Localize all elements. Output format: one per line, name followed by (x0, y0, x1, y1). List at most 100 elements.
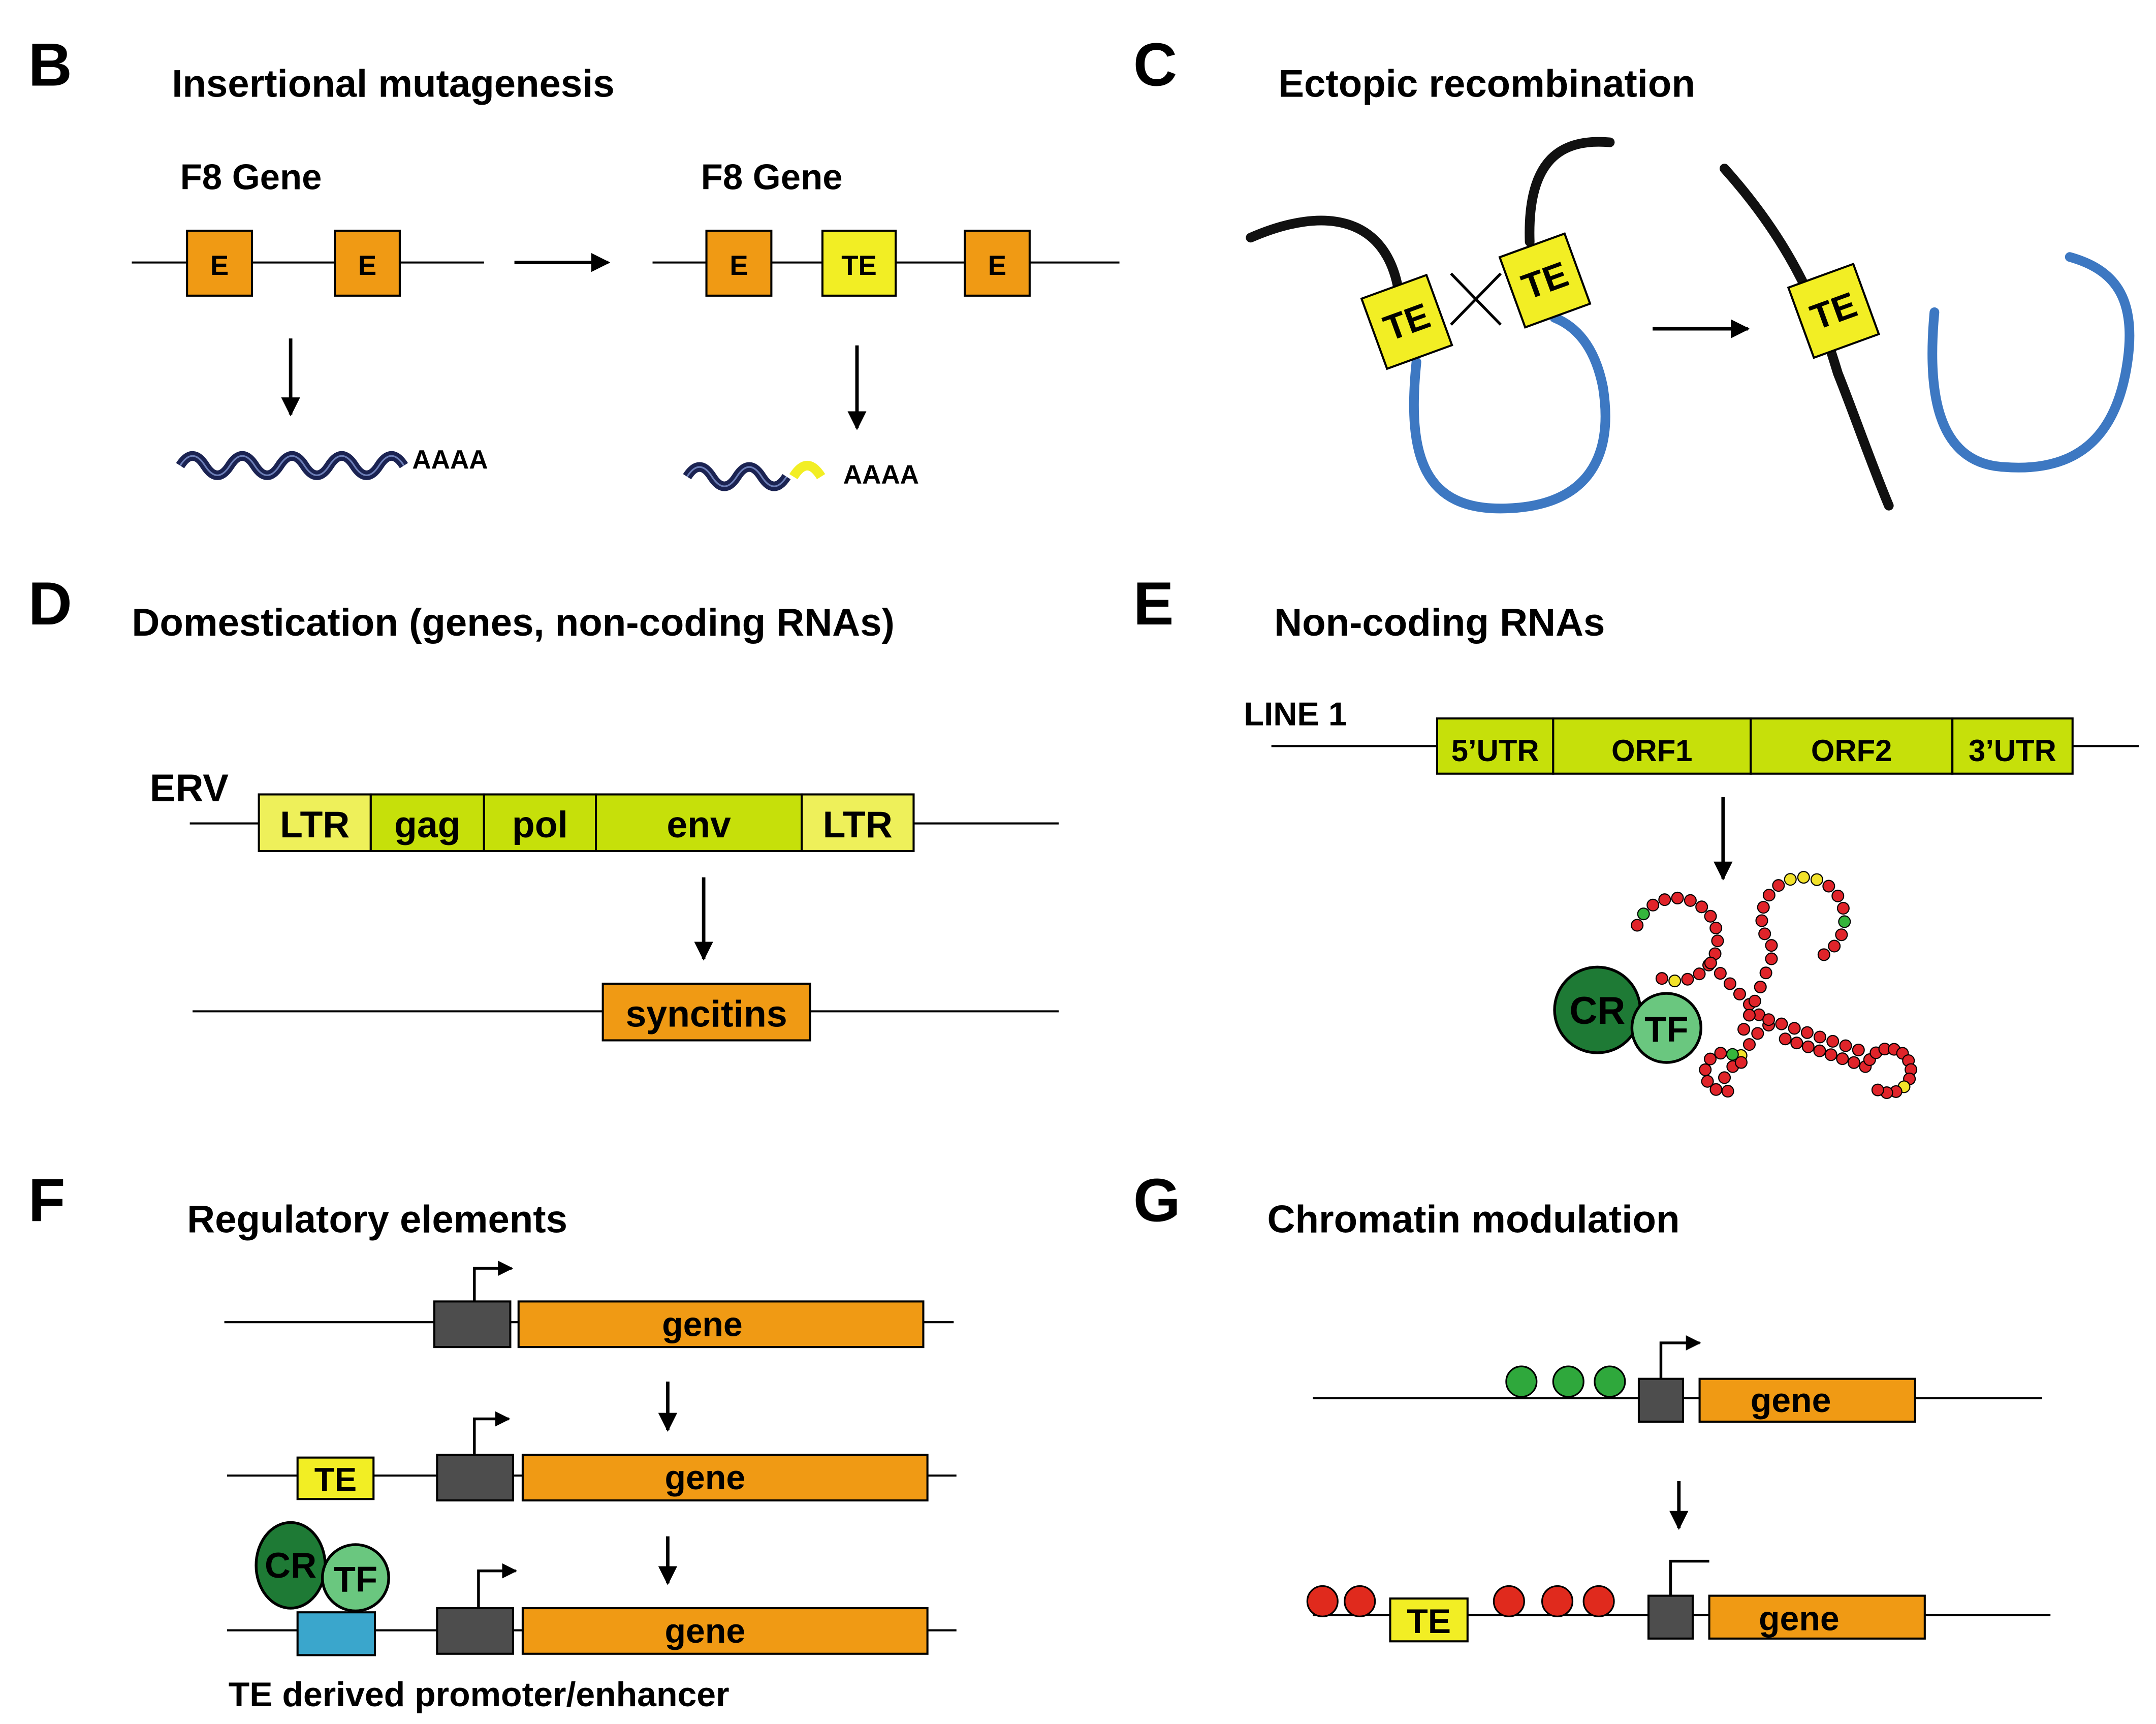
rna-nucleotide (1852, 1044, 1865, 1057)
excised-blue-loop (1927, 252, 2135, 473)
rna-nucleotide (1835, 928, 1848, 942)
panel-c-title: Ectopic recombination (1278, 62, 1695, 105)
f-tss-arrow-3 (477, 1563, 518, 1609)
chromosome-strand-left (1246, 215, 1404, 295)
rna-nucleotide (1813, 1030, 1826, 1044)
rna-nucleotide (1759, 966, 1772, 980)
blue-loop-strand (1409, 312, 1610, 514)
rna-nucleotide (1824, 1048, 1837, 1061)
tf-factor-e (1630, 992, 1703, 1064)
rna-nucleotide (1658, 893, 1671, 906)
f-tss-arrow-1 (473, 1261, 514, 1302)
panel-d-letter: D (28, 570, 72, 638)
rna-nucleotide (1779, 1032, 1792, 1046)
f-gene-2-label: gene (665, 1458, 746, 1497)
f-te-label: TE (314, 1461, 357, 1498)
panel-d-title: Domestication (genes, non-coding RNAs) (132, 601, 894, 644)
mrna-te-segment (789, 460, 826, 480)
rna-nucleotide (1810, 873, 1823, 886)
rna-nucleotide (1704, 956, 1717, 969)
g-tss-inactive (1669, 1559, 1709, 1596)
f-tss-arrow-2 (473, 1411, 511, 1455)
rna-nucleotide (1726, 1048, 1739, 1061)
rna-nucleotide (1709, 921, 1723, 934)
g-promoter-2 (1647, 1594, 1694, 1640)
panel-e-letter: E (1133, 570, 1174, 638)
rna-nucleotide (1718, 1071, 1731, 1084)
g-repressive-nucleosome-3 (1493, 1585, 1525, 1617)
line1-3utr (1951, 717, 2074, 775)
rna-nucleotide (1704, 910, 1717, 923)
f-gene-1 (517, 1300, 925, 1349)
mrna-wave-truncated-highlight (686, 466, 787, 487)
f-cr-label: CR (265, 1545, 316, 1585)
f-gene-2 (521, 1454, 929, 1501)
rna-nucleotide (1871, 1083, 1884, 1096)
f-caption: TE derived promoter/enhancer (229, 1675, 730, 1714)
rna-nucleotide (1655, 972, 1668, 985)
exon-2-label: E (358, 250, 376, 281)
te-insert (821, 230, 897, 297)
te-block-right: TE (1498, 232, 1592, 329)
rna-nucleotide (1684, 894, 1697, 907)
rna-nucleotide (1775, 1017, 1788, 1030)
rna-nucleotide (1836, 1052, 1849, 1065)
syncitins-gene (601, 982, 811, 1042)
rna-nucleotide (1817, 948, 1830, 961)
crossover-mark (1450, 272, 1502, 326)
rna-nucleotide (1788, 1022, 1801, 1035)
f-gene-3-label: gene (665, 1612, 746, 1650)
rna-nucleotide (1742, 1038, 1756, 1051)
panel-g-title: Chromatin modulation (1267, 1198, 1680, 1241)
f-promoter-1 (433, 1300, 512, 1349)
erv-pol-label: pol (512, 804, 568, 845)
rna-nucleotide (1813, 1044, 1826, 1057)
erv-gag (369, 793, 485, 853)
rna-nucleotide (1784, 873, 1797, 886)
rna-nucleotide (1797, 871, 1810, 884)
f-tf-factor (321, 1543, 390, 1613)
g-repressive-nucleosome-5 (1582, 1585, 1615, 1617)
rna-nucleotide (1714, 967, 1727, 980)
recombined-strand (1720, 164, 1894, 511)
cr-label-e: CR (1569, 989, 1625, 1032)
chromosome-strand-right (1525, 137, 1615, 247)
erv-env-label: env (667, 804, 731, 845)
syncitins-label: syncitins (625, 993, 787, 1035)
panel-f: F Regulatory elements gene TE gene CR TF… (28, 1167, 957, 1714)
rna-nucleotide (1671, 891, 1684, 904)
erv-ltr-5-label: LTR (280, 804, 350, 845)
f-te-promoter (296, 1611, 376, 1656)
rna-nucleotide (1646, 898, 1660, 912)
rna-nucleotide (1847, 1056, 1860, 1069)
panel-b-letter: B (28, 32, 72, 99)
rna-nucleotide (1800, 1026, 1814, 1039)
f-gene-3 (521, 1607, 929, 1655)
rna-nucleotide (1637, 907, 1650, 921)
rna-nucleotide (1826, 1035, 1840, 1048)
panel-f-title: Regulatory elements (187, 1198, 567, 1241)
rna-nucleotide (1765, 939, 1778, 952)
f-promoter-3 (436, 1607, 514, 1655)
line1-5utr-label: 5’UTR (1451, 734, 1539, 768)
g-repressive-nucleosome-4 (1541, 1585, 1574, 1617)
rna-nucleotide (1822, 880, 1835, 893)
exon-4-label: E (988, 250, 1006, 281)
exon-3-label: E (730, 250, 748, 281)
erv-ltr-3 (801, 793, 915, 853)
mrna-wave-full (176, 451, 408, 480)
exon-1-label: E (210, 250, 229, 281)
exon-3 (705, 230, 773, 297)
panel-f-letter: F (28, 1167, 65, 1235)
rna-nucleotide (1699, 1063, 1712, 1076)
rna-nucleotide (1831, 889, 1845, 902)
g-promoter-1 (1637, 1377, 1685, 1423)
polya-tail-1: AAAA (412, 445, 488, 474)
rna-nucleotide (1751, 1027, 1764, 1040)
panel-b-title: Insertional mutagenesis (172, 62, 614, 105)
erv-ltr-5 (258, 793, 372, 853)
line1-3utr-label: 3’UTR (1969, 734, 2056, 768)
g-active-nucleosome-2 (1552, 1365, 1584, 1398)
